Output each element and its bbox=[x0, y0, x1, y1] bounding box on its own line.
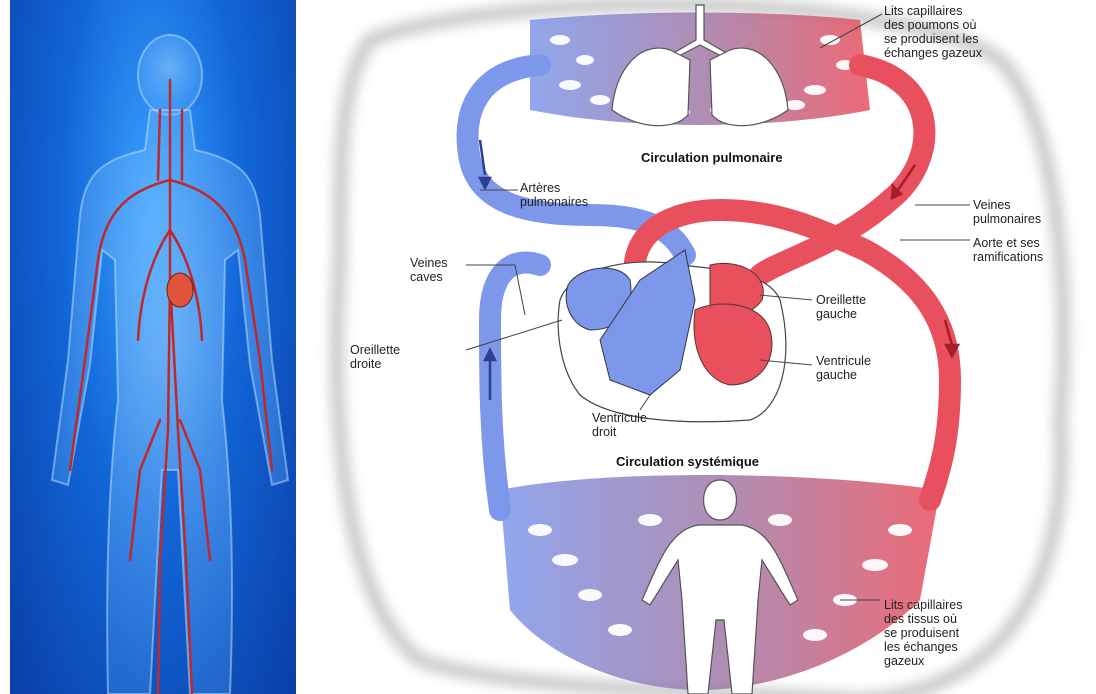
pulmonary-arteries-label: Artères pulmonaires bbox=[520, 181, 588, 209]
tissue-capillaries-label: Lits capillaires des tissus où se produi… bbox=[884, 598, 963, 668]
right-ventricle-label: Ventricule droit bbox=[592, 411, 647, 439]
heart-icon bbox=[167, 273, 193, 307]
lung-capillaries-label: Lits capillaires des poumons où se produ… bbox=[884, 4, 982, 60]
flow-arrows-red bbox=[892, 165, 958, 356]
pulmonary-circulation-title: Circulation pulmonaire bbox=[641, 151, 783, 165]
aorta-label: Aorte et ses ramifications bbox=[973, 236, 1043, 264]
right-atrium-label: Oreillette droite bbox=[350, 343, 400, 371]
circulation-diagram: Circulation pulmonaire Circulation systé… bbox=[300, 0, 1096, 694]
pulmonary-veins-label: Veines pulmonaires bbox=[973, 198, 1041, 226]
human-body-panel bbox=[10, 0, 296, 694]
venae-cavae-label: Veines caves bbox=[410, 256, 448, 284]
systemic-circulation-title: Circulation systémique bbox=[616, 455, 759, 469]
human-body-illustration bbox=[10, 0, 296, 694]
left-ventricle-label: Ventricule gauche bbox=[816, 354, 871, 382]
left-atrium-label: Oreillette gauche bbox=[816, 293, 866, 321]
circulation-graphic bbox=[300, 0, 1096, 694]
venae-cavae-vessel bbox=[490, 262, 540, 510]
